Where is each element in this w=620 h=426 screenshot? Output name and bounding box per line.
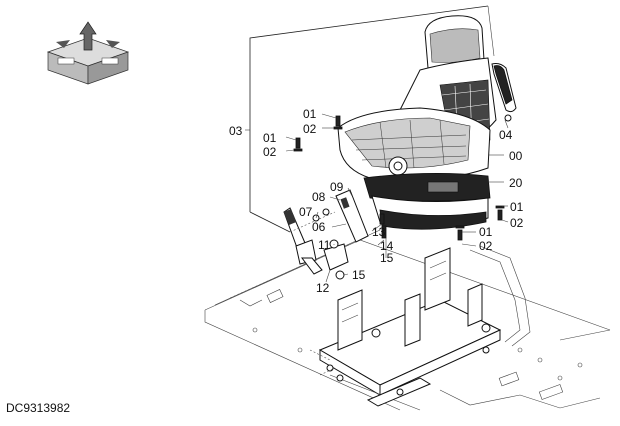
callout-13: 13 xyxy=(372,225,386,239)
callout-08: 08 xyxy=(312,190,326,204)
callout-11: 11 xyxy=(318,238,331,252)
callout-07: 07 xyxy=(299,205,313,219)
operator-seat-icon xyxy=(337,15,517,230)
callout-01-left: 01 xyxy=(263,131,277,145)
callout-20: 20 xyxy=(509,176,523,190)
seat-mount-frame xyxy=(309,247,502,411)
callout-02-left: 02 xyxy=(263,145,277,159)
callout-15-b: 15 xyxy=(352,268,366,282)
callout-01-top: 01 xyxy=(303,107,317,121)
callout-09: 09 xyxy=(330,180,344,194)
callout-04: 04 xyxy=(499,128,513,142)
callout-00: 00 xyxy=(509,149,523,163)
leader-lines xyxy=(245,113,509,283)
callout-02-top: 02 xyxy=(303,122,317,136)
callout-03: 03 xyxy=(229,124,243,138)
callout-15-a: 15 xyxy=(380,251,394,265)
buckle-bracket xyxy=(312,189,369,280)
callout-02-right: 02 xyxy=(510,216,524,230)
callout-01-right: 01 xyxy=(510,200,524,214)
drawing-id: DC9313982 xyxy=(6,401,70,415)
group-bracket-03 xyxy=(249,5,495,233)
mounting-bolts xyxy=(293,115,505,241)
seat-belt-assembly xyxy=(283,207,336,275)
callout-14: 14 xyxy=(380,239,394,253)
callout-01-lower: 01 xyxy=(479,225,493,239)
callout-12: 12 xyxy=(316,281,330,295)
callout-labels: 01 02 03 01 02 04 00 20 09 08 07 06 13 1… xyxy=(229,107,524,295)
callout-02-lower: 02 xyxy=(479,239,493,253)
orientation-arrows-icon xyxy=(46,21,130,85)
callout-06: 06 xyxy=(312,220,326,234)
